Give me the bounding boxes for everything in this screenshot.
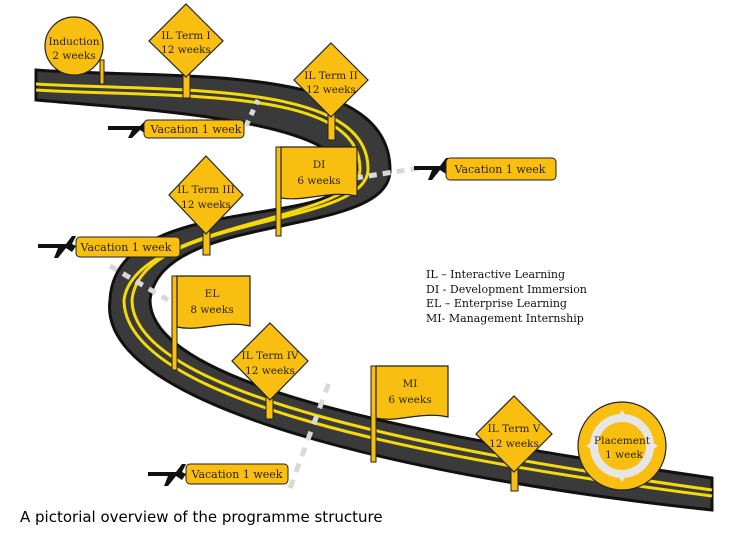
flag-el-duration: 8 weeks bbox=[190, 304, 233, 316]
crossing-dashes-2 bbox=[354, 165, 421, 181]
flag-mi-title: MI bbox=[403, 378, 418, 390]
sign-il-term-1: IL Term I 12 weeks bbox=[148, 3, 224, 99]
sign-il-term-1-duration: 12 weeks bbox=[161, 44, 211, 56]
sign-induction: Induction 2 weeks bbox=[44, 16, 105, 85]
flag-el: EL 8 weeks bbox=[171, 275, 251, 371]
airplane-icon bbox=[108, 120, 150, 138]
vacation-tag-2-label: Vacation 1 week bbox=[454, 163, 546, 176]
sign-il-term-3-title: IL Term III bbox=[177, 184, 235, 196]
airplane-icon bbox=[148, 464, 186, 486]
airplane-icon bbox=[38, 236, 76, 258]
vacation-tag-4-label: Vacation 1 week bbox=[191, 468, 283, 481]
vacation-tag-3: Vacation 1 week bbox=[38, 236, 181, 258]
legend-di: DI - Development Immersion bbox=[426, 283, 587, 296]
flag-di-duration: 6 weeks bbox=[297, 175, 340, 187]
crossing-dashes-1 bbox=[243, 98, 261, 128]
airplane-icon bbox=[414, 158, 450, 180]
sign-il-term-1-title: IL Term I bbox=[161, 30, 210, 42]
sign-il-term-2-duration: 12 weeks bbox=[306, 84, 356, 96]
crossing-dashes-4 bbox=[287, 379, 333, 489]
legend-il: IL – Interactive Learning bbox=[426, 268, 565, 281]
sign-induction-duration: 2 weeks bbox=[52, 50, 95, 62]
legend-el: EL – Enterprise Learning bbox=[426, 297, 567, 310]
flag-di-title: DI bbox=[313, 159, 326, 171]
crossing-dashes-3 bbox=[108, 263, 170, 303]
sign-il-term-3: IL Term III 12 weeks bbox=[168, 155, 244, 256]
sign-il-term-2-title: IL Term II bbox=[304, 70, 357, 82]
vacation-tag-3-label: Vacation 1 week bbox=[80, 241, 172, 254]
sign-induction-title: Induction bbox=[49, 36, 100, 48]
legend-mi: MI- Management Internship bbox=[426, 312, 584, 325]
sign-il-term-4-duration: 12 weeks bbox=[245, 365, 295, 377]
sign-il-term-4-title: IL Term IV bbox=[242, 350, 299, 362]
sign-il-term-5: IL Term V 12 weeks bbox=[475, 395, 553, 492]
vacation-tag-1: Vacation 1 week bbox=[108, 119, 245, 139]
sign-placement-duration: 1 week bbox=[605, 449, 643, 461]
sign-il-term-5-title: IL Term V bbox=[488, 423, 541, 435]
figure-caption: A pictorial overview of the programme st… bbox=[20, 508, 383, 526]
flag-di: DI 6 weeks bbox=[275, 146, 358, 237]
vacation-tag-2: Vacation 1 week bbox=[414, 157, 557, 181]
sign-il-term-2: IL Term II 12 weeks bbox=[293, 42, 369, 141]
sign-placement-title: Placement bbox=[594, 435, 651, 447]
vacation-tag-1-label: Vacation 1 week bbox=[150, 123, 242, 136]
sign-il-term-3-duration: 12 weeks bbox=[181, 199, 231, 211]
legend: IL – Interactive Learning DI - Developme… bbox=[426, 268, 587, 325]
flag-mi: MI 6 weeks bbox=[370, 365, 449, 463]
vacation-tag-4: Vacation 1 week bbox=[148, 463, 289, 486]
flag-mi-duration: 6 weeks bbox=[388, 394, 431, 406]
sign-il-term-5-duration: 12 weeks bbox=[489, 438, 539, 450]
flag-el-title: EL bbox=[205, 288, 220, 300]
sign-placement: Placement 1 week bbox=[577, 401, 667, 491]
sign-il-term-4: IL Term IV 12 weeks bbox=[231, 322, 309, 420]
